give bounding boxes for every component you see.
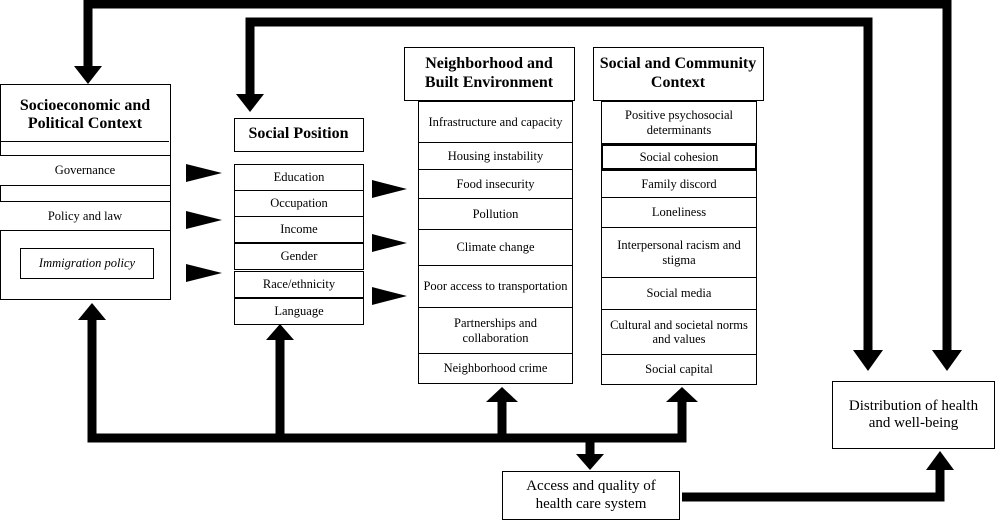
bottom-connector-line xyxy=(87,318,687,443)
policy-law-item: Policy and law xyxy=(0,201,170,231)
food-insecurity-item: Food insecurity xyxy=(418,169,573,199)
arrowhead xyxy=(266,324,294,340)
social-cohesion-item: Social cohesion xyxy=(601,144,757,170)
neighborhood-title-box: Neighborhood and Built Environment xyxy=(404,47,575,101)
transportation-item: Poor access to transportation xyxy=(418,265,573,308)
neighborhood-title: Neighborhood and Built Environment xyxy=(424,55,554,91)
loneliness-item: Loneliness xyxy=(601,197,757,228)
race-ethnicity-item: Race/ethnicity xyxy=(234,271,364,298)
infrastructure-item: Infrastructure and capacity xyxy=(418,101,573,143)
occupation-item: Occupation xyxy=(234,190,364,217)
arrowhead xyxy=(932,350,962,371)
family-discord-item: Family discord xyxy=(601,170,757,198)
arrowhead xyxy=(853,350,883,371)
arrowhead xyxy=(926,451,954,470)
social-community-title-box: Social and Community Context xyxy=(593,47,764,101)
social-position-title-box: Social Position xyxy=(234,118,364,152)
connector-arrow xyxy=(372,180,407,198)
pollution-item: Pollution xyxy=(418,198,573,230)
arrowhead xyxy=(236,94,264,112)
social-position-title: Social Position xyxy=(248,125,349,143)
socioeconomic-context-title: Socioeconomic and Political Context xyxy=(19,96,151,132)
education-item: Education xyxy=(234,164,364,191)
health-care-to-outcome-arrow xyxy=(682,468,945,502)
cultural-norms-item: Cultural and societal norms and values xyxy=(601,309,757,355)
feedback-arrow-to-socioeconomic xyxy=(83,0,952,352)
connector-arrow xyxy=(186,264,222,282)
feedback-arrow-to-social-position xyxy=(245,17,873,352)
social-capital-item: Social capital xyxy=(601,354,757,385)
arrowhead xyxy=(666,387,698,402)
neighborhood-crime-item: Neighborhood crime xyxy=(418,353,573,384)
connector-arrow xyxy=(372,234,407,252)
connector-arrow xyxy=(186,164,222,182)
connector-arrow xyxy=(186,211,222,229)
connector-arrow xyxy=(372,287,407,305)
language-item: Language xyxy=(234,298,364,325)
distribution-health-box: Distribution of health and well-being xyxy=(832,381,995,449)
social-media-item: Social media xyxy=(601,277,757,310)
interpersonal-racism-item: Interpersonal racism and stigma xyxy=(601,227,757,278)
housing-instability-item: Housing instability xyxy=(418,142,573,170)
governance-item: Governance xyxy=(0,155,170,186)
socioeconomic-context-box: Socioeconomic and Political Context Gove… xyxy=(0,84,171,300)
partnerships-item: Partnerships and collaboration xyxy=(418,307,573,354)
health-care-system-box: Access and quality of health care system xyxy=(502,471,680,520)
arrowhead xyxy=(78,303,106,320)
gender-item: Gender xyxy=(234,243,364,270)
climate-change-item: Climate change xyxy=(418,229,573,266)
arrowhead xyxy=(486,387,518,402)
income-item: Income xyxy=(234,216,364,243)
immigration-policy-item: Immigration policy xyxy=(20,248,154,279)
arrowhead xyxy=(74,66,102,84)
arrowhead xyxy=(576,454,604,470)
social-community-title: Social and Community Context xyxy=(599,55,757,91)
positive-psychosocial-item: Positive psychosocial determinants xyxy=(601,101,757,144)
